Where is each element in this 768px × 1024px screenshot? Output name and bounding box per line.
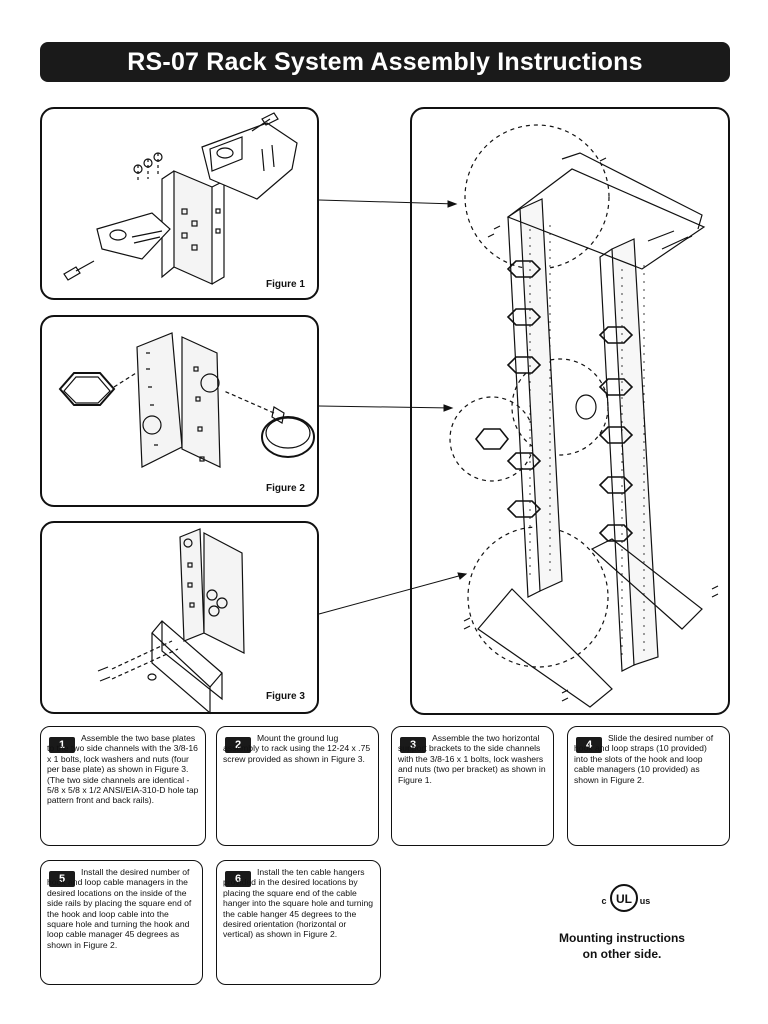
figure-1-panel: Figure 1 [40, 107, 319, 300]
ul-mark-ul: UL [616, 892, 632, 906]
figure-3-panel: Figure 3 [40, 521, 319, 715]
figure-1-illustration [63, 112, 298, 285]
figure-3-label: Figure 3 [266, 691, 305, 702]
step-3-badge: 3 [400, 737, 426, 753]
figure-1-label: Figure 1 [266, 279, 305, 290]
step-2: 2 Mount the ground lug assembly to rack … [216, 726, 379, 846]
step-1: 1 Assemble the two base plates to the tw… [40, 726, 206, 846]
step-1-badge: 1 [49, 737, 75, 753]
step-6-text: Install the ten cable hangers provided i… [223, 867, 374, 940]
step-4-badge: 4 [576, 737, 602, 753]
mounting-note: Mounting instructions on other side. [548, 930, 696, 962]
step-2-text: Mount the ground lug assembly to rack us… [223, 733, 371, 764]
page-title: RS-07 Rack System Assembly Instructions [40, 42, 730, 82]
assembly-overview-panel [410, 107, 730, 715]
step-3-text: Assemble the two horizontal support brac… [398, 733, 546, 785]
ul-mark-c: c [601, 896, 606, 906]
figure-3-illustration [97, 528, 245, 715]
mounting-note-line1: Mounting instructions [559, 931, 685, 945]
step-4-text: Slide the desired number of hook and loo… [574, 733, 714, 785]
step-3: 3 Assemble the two horizontal support br… [391, 726, 554, 846]
step-6-badge: 6 [225, 871, 251, 887]
rack-assembly-illustration [449, 124, 719, 708]
step-4: 4 Slide the desired number of hook and l… [567, 726, 730, 846]
ul-mark-us: us [640, 896, 651, 906]
ul-certification-mark-icon: c UL us [601, 884, 651, 912]
step-5-badge: 5 [49, 871, 75, 887]
step-2-badge: 2 [225, 737, 251, 753]
step-5-text: Install the desired number of hook and l… [47, 867, 192, 950]
figure-2-panel: Figure 2 [40, 315, 319, 507]
step-6: 6 Install the ten cable hangers provided… [216, 860, 381, 985]
figure-2-label: Figure 2 [266, 483, 305, 494]
mounting-note-line2: on other side. [582, 947, 662, 961]
figure-2-illustration [58, 332, 315, 468]
step-5: 5 Install the desired number of hook and… [40, 860, 203, 985]
step-1-text: Assemble the two base plates to the two … [47, 733, 199, 806]
